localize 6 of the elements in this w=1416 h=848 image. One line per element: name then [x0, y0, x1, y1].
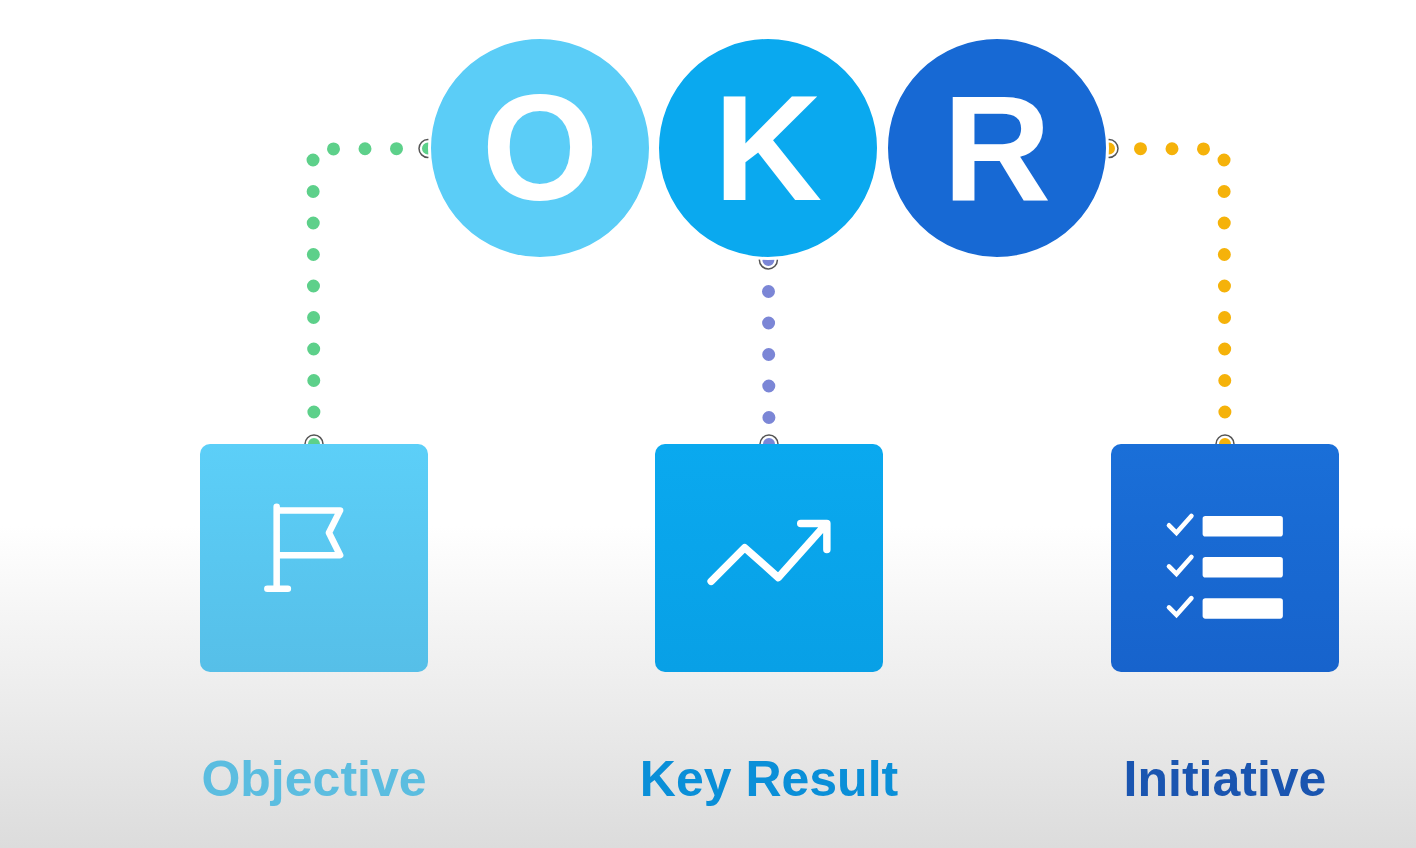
- node-label: Objective: [200, 750, 428, 808]
- letter-circle: R: [885, 36, 1109, 260]
- node-label: Initiative: [1122, 750, 1328, 808]
- node-label: Key Result: [638, 750, 900, 808]
- letter-circle: O: [428, 36, 652, 260]
- letter-circle: K: [656, 36, 880, 260]
